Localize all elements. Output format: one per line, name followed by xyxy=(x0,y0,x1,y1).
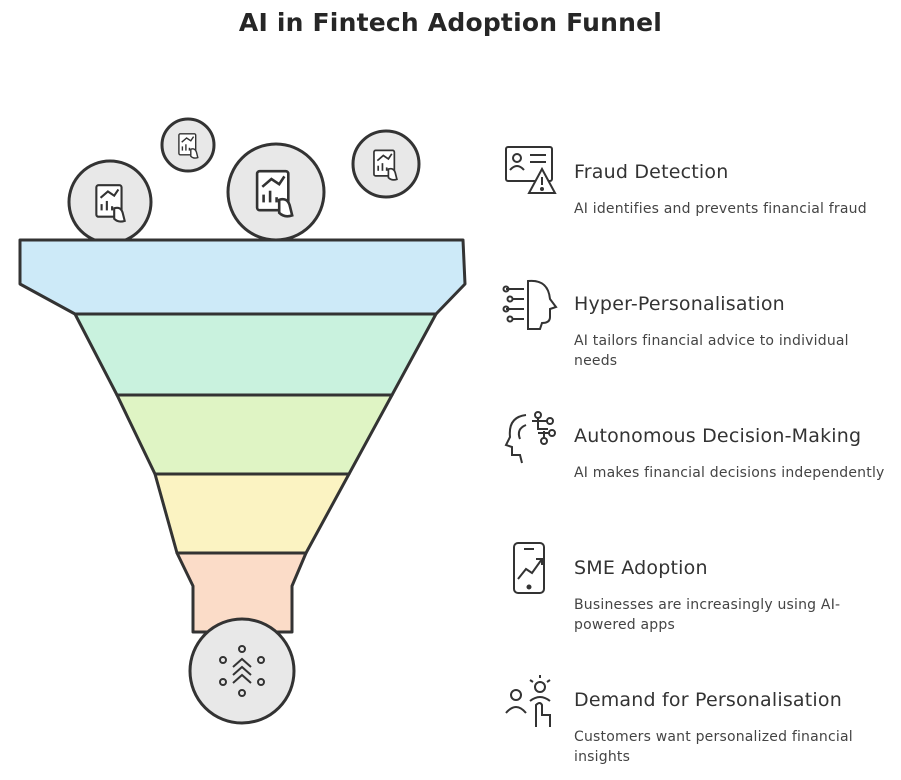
funnel-band-3 xyxy=(115,393,394,476)
chart-report-icon xyxy=(178,133,199,159)
stage-description: AI tailors financial advice to individua… xyxy=(574,333,849,369)
funnel-band-1 xyxy=(18,238,467,316)
chart-report-icon xyxy=(373,149,398,181)
funnel-band-5 xyxy=(175,551,308,634)
chart-report-icon xyxy=(255,169,294,218)
stage-description: AI makes financial decisions independent… xyxy=(574,465,885,481)
funnel-diagram xyxy=(18,117,467,725)
brain-circuit-icon xyxy=(504,411,556,464)
report-circle-4 xyxy=(351,129,421,199)
output-circle xyxy=(188,617,296,725)
chart-report-icon xyxy=(95,184,126,223)
stage-description: Businesses are increasingly using AI-pow… xyxy=(574,597,841,633)
stage-label: Fraud Detection xyxy=(574,161,729,183)
report-circle-1 xyxy=(67,159,153,245)
report-circle-3 xyxy=(226,142,326,242)
page-title: AI in Fintech Adoption Funnel xyxy=(238,8,663,37)
stage-description: AI identifies and prevents financial fra… xyxy=(574,201,867,217)
people-idea-icon xyxy=(505,675,551,727)
funnel-band-2 xyxy=(73,312,438,397)
fraud-alert-icon xyxy=(505,146,557,194)
phone-growth-icon xyxy=(513,542,545,594)
ai-head-icon xyxy=(502,279,558,330)
stage-description: Customers want personalized financial in… xyxy=(574,729,853,765)
stage-label: Hyper-Personalisation xyxy=(574,293,785,315)
hub-network-icon xyxy=(219,645,265,697)
stage-label: SME Adoption xyxy=(574,557,708,579)
stage-label: Autonomous Decision-Making xyxy=(574,425,862,447)
funnel-band-4 xyxy=(153,472,351,555)
report-circle-2 xyxy=(160,117,216,173)
stage-label: Demand for Personalisation xyxy=(574,689,842,711)
